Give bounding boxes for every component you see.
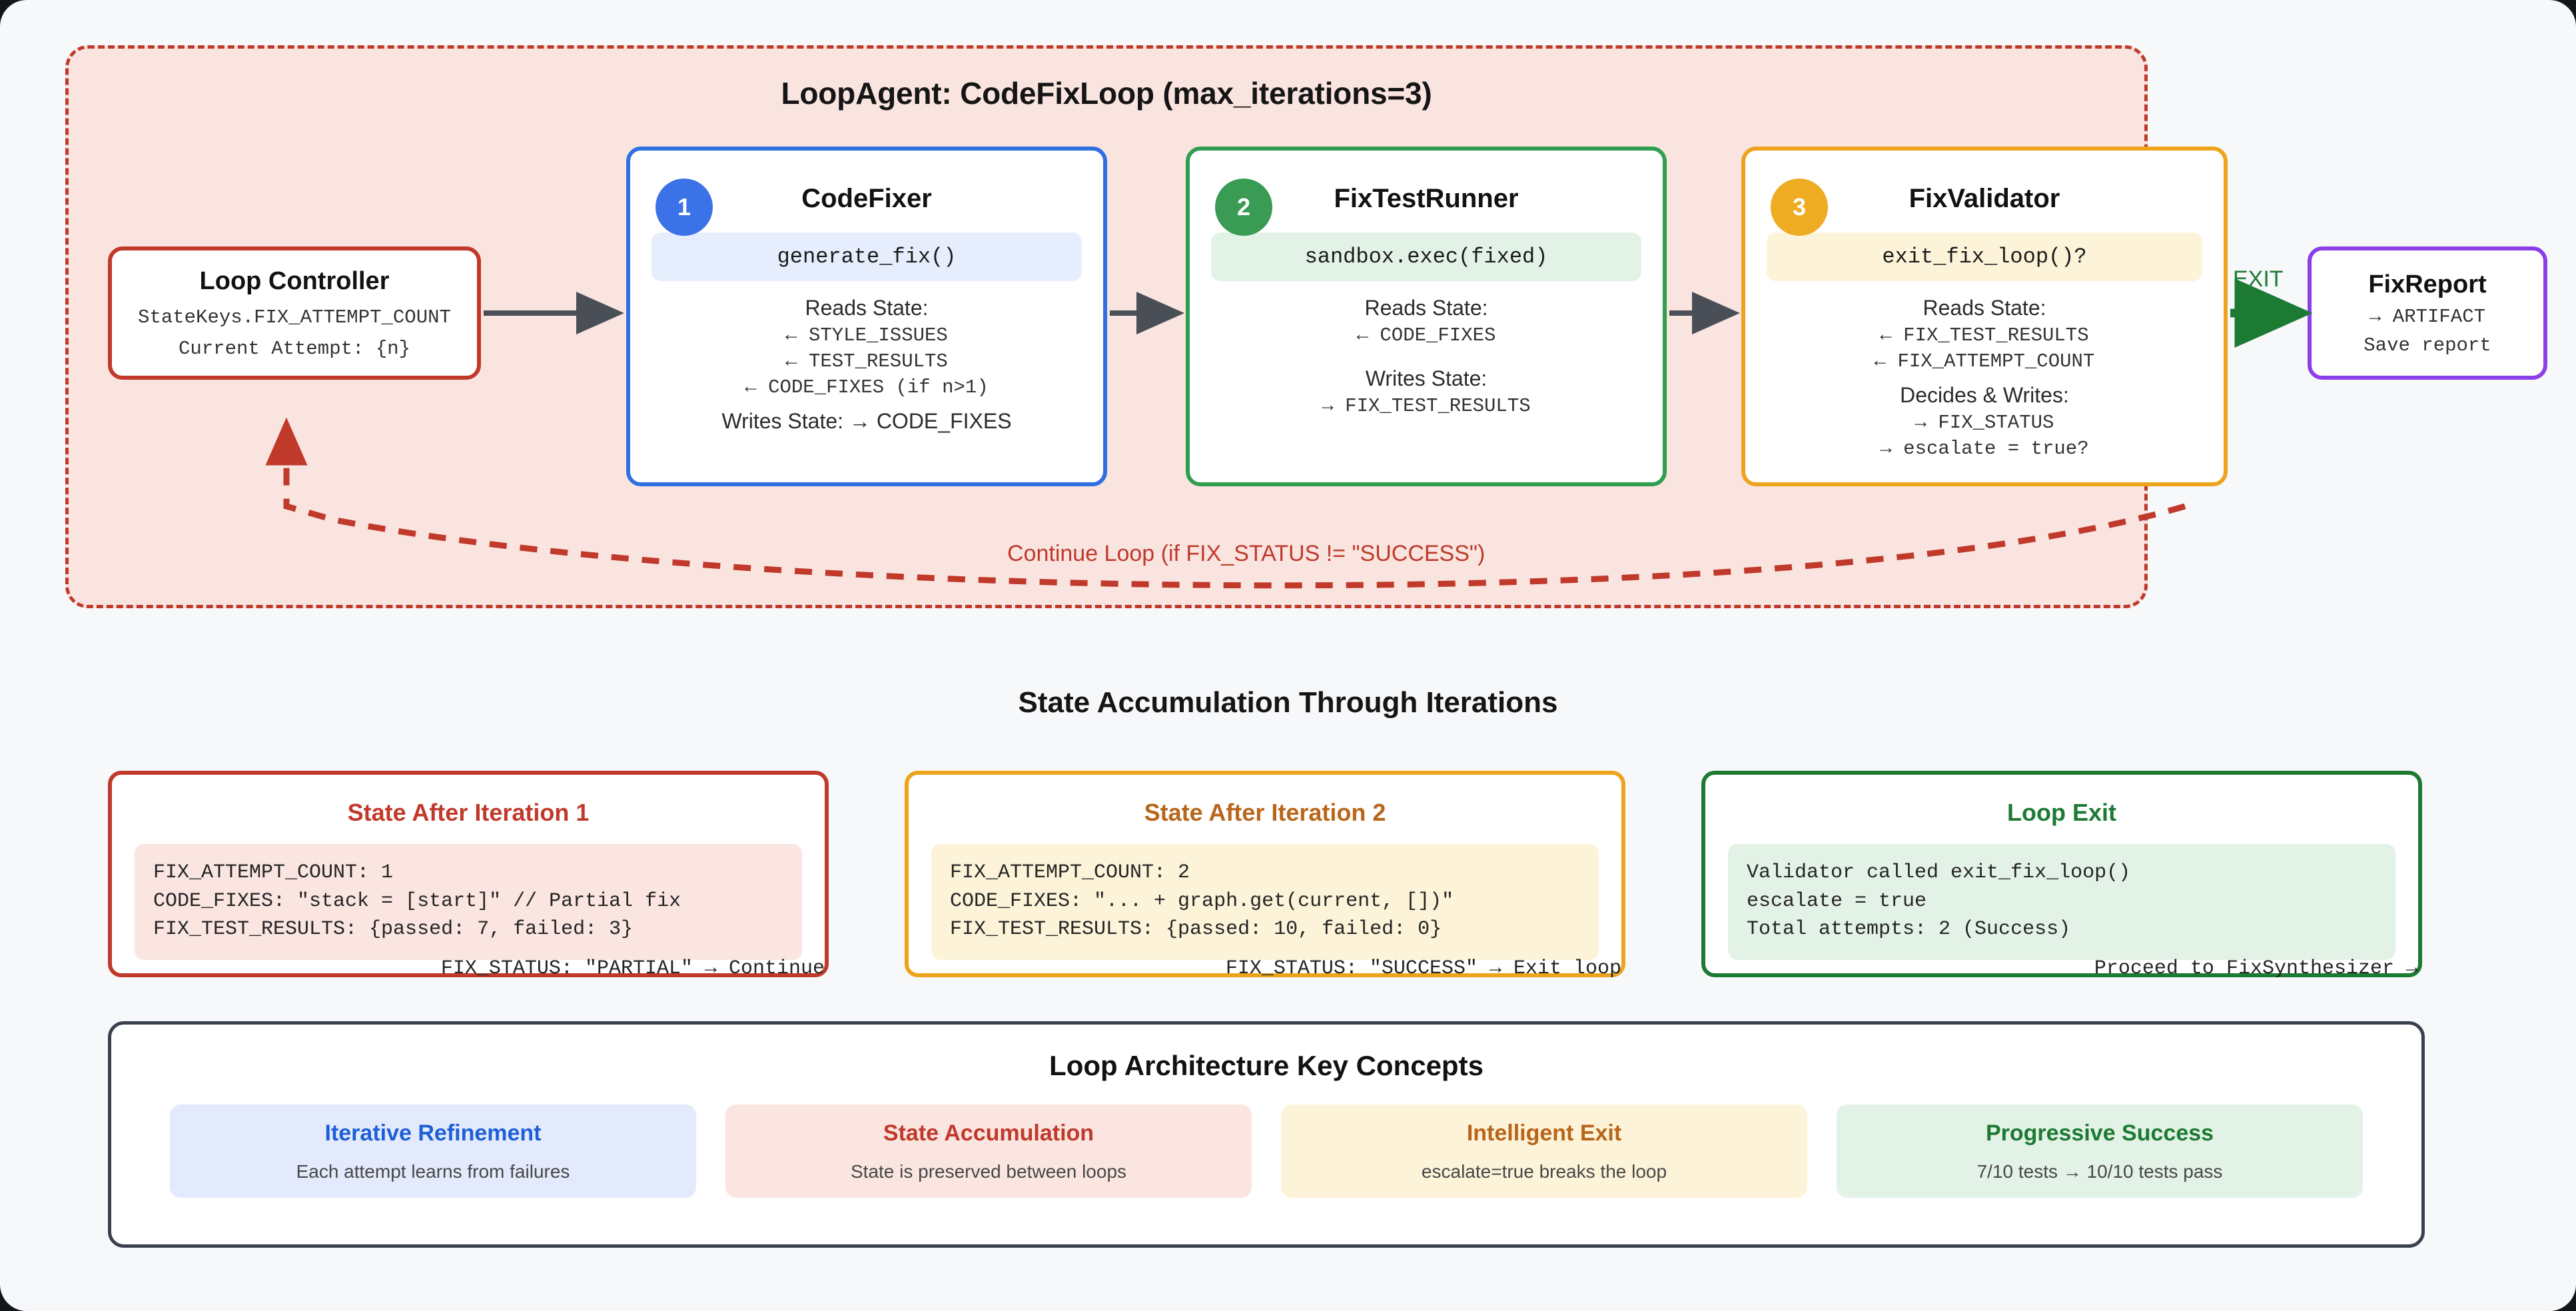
key-concept-1-text: State is preserved between loops xyxy=(850,1160,1127,1182)
state-card-3-line-1: escalate = true xyxy=(1747,889,1927,913)
fixtestrunner-reads-label: Reads State: xyxy=(1364,296,1488,320)
key-concept-0-text: Each attempt learns from failures xyxy=(296,1160,570,1182)
fixvalidator-write-0: → FIX_STATUS xyxy=(1915,412,2054,434)
fixvalidator-reads-label: Reads State: xyxy=(1923,296,2046,320)
key-concept-3-heading: Progressive Success xyxy=(1985,1120,2214,1146)
codefixer-read-1: ← TEST_RESULTS xyxy=(785,350,948,372)
node-loop-controller[interactable]: Loop Controller StateKeys.FIX_ATTEMPT_CO… xyxy=(108,246,481,380)
fixvalidator-read-0: ← FIX_TEST_RESULTS xyxy=(1880,324,2089,346)
state-card-3-body: Validator called exit_fix_loop() escalat… xyxy=(1728,844,2395,960)
node-fixtestrunner[interactable]: 2 FixTestRunner sandbox.exec(fixed) Read… xyxy=(1186,147,1667,486)
key-concept-iterative-refinement[interactable]: Iterative Refinement Each attempt learns… xyxy=(170,1104,696,1198)
fixtestrunner-function-chip: sandbox.exec(fixed) xyxy=(1211,232,1641,281)
key-concepts-title: Loop Architecture Key Concepts xyxy=(1049,1050,1484,1081)
fixtestrunner-step-badge: 2 xyxy=(1215,179,1272,236)
fixvalidator-writes-label: Decides & Writes: xyxy=(1900,383,2069,407)
key-concept-3-text: 7/10 tests → 10/10 tests pass xyxy=(1976,1160,2223,1182)
node-fixreport[interactable]: FixReport → ARTIFACT Save report xyxy=(2308,246,2547,380)
state-card-1-line-0: FIX_ATTEMPT_COUNT: 1 xyxy=(153,861,394,884)
key-concept-1-heading: State Accumulation xyxy=(883,1120,1094,1146)
key-concepts-row: Iterative Refinement Each attempt learns… xyxy=(111,1104,2421,1198)
state-card-2-line-1: CODE_FIXES: "... + graph.get(current, []… xyxy=(950,889,1454,913)
state-card-iteration-2[interactable]: State After Iteration 2 FIX_ATTEMPT_COUN… xyxy=(905,771,1625,980)
fixvalidator-state-body: Reads State: ← FIX_TEST_RESULTS ← FIX_AT… xyxy=(1767,296,2202,460)
fixtestrunner-read-0: ← CODE_FIXES xyxy=(1356,324,1496,346)
fixreport-title: FixReport xyxy=(2368,270,2487,298)
state-card-2-line-2: FIX_TEST_RESULTS: {passed: 10, failed: 0… xyxy=(950,918,1442,941)
key-concept-progressive-success[interactable]: Progressive Success 7/10 tests → 10/10 t… xyxy=(1837,1104,2363,1198)
exit-arrow-label: EXIT xyxy=(2233,266,2284,292)
fixtestrunner-writes-label: Writes State: xyxy=(1365,366,1488,390)
node-fixvalidator[interactable]: 3 FixValidator exit_fix_loop()? Reads St… xyxy=(1741,147,2228,486)
codefixer-function-chip: generate_fix() xyxy=(651,232,1082,281)
state-card-1-body: FIX_ATTEMPT_COUNT: 1 CODE_FIXES: "stack … xyxy=(135,844,802,960)
codefixer-writes-label: Writes State: → CODE_FIXES xyxy=(721,409,1012,433)
fixvalidator-read-1: ← FIX_ATTEMPT_COUNT xyxy=(1874,350,2095,372)
codefixer-read-0: ← STYLE_ISSUES xyxy=(785,324,948,346)
state-card-3-line-0: Validator called exit_fix_loop() xyxy=(1747,861,2131,884)
state-card-2-body: FIX_ATTEMPT_COUNT: 2 CODE_FIXES: "... + … xyxy=(931,844,1599,960)
state-card-2-title: State After Iteration 2 xyxy=(1144,799,1386,826)
fixtestrunner-title: FixTestRunner xyxy=(1334,184,1519,213)
codefixer-read-2: ← CODE_FIXES (if n>1) xyxy=(745,376,989,398)
codefixer-reads-label: Reads State: xyxy=(805,296,929,320)
state-card-3-line-2: Total attempts: 2 (Success) xyxy=(1747,918,2071,941)
key-concept-state-accumulation[interactable]: State Accumulation State is preserved be… xyxy=(725,1104,1252,1198)
key-concept-2-text: escalate=true breaks the loop xyxy=(1421,1160,1667,1182)
key-concept-2-heading: Intelligent Exit xyxy=(1466,1120,1622,1146)
state-card-loop-exit[interactable]: Loop Exit Validator called exit_fix_loop… xyxy=(1701,771,2422,980)
spacer xyxy=(1211,350,1641,362)
state-card-2-line-0: FIX_ATTEMPT_COUNT: 2 xyxy=(950,861,1190,884)
state-card-3-footer: Proceed to FixSynthesizer → xyxy=(2094,957,2418,980)
node-codefixer[interactable]: 1 CodeFixer generate_fix() Reads State: … xyxy=(626,147,1107,486)
loop-controller-title: Loop Controller xyxy=(199,266,390,295)
fixvalidator-step-badge: 3 xyxy=(1771,179,1828,236)
state-card-1-footer: FIX_STATUS: "PARTIAL" → Continue xyxy=(440,957,825,980)
fixvalidator-function-chip: exit_fix_loop()? xyxy=(1767,232,2202,281)
loop-controller-statekey: StateKeys.FIX_ATTEMPT_COUNT xyxy=(138,306,451,328)
state-card-1-title: State After Iteration 1 xyxy=(347,799,590,826)
state-card-1-line-1: CODE_FIXES: "stack = [start]" // Partial… xyxy=(153,889,681,913)
loop-agent-title: LoopAgent: CodeFixLoop (max_iterations=3… xyxy=(781,76,1432,111)
key-concepts-panel: Loop Architecture Key Concepts Iterative… xyxy=(108,1021,2425,1248)
fixtestrunner-write-0: → FIX_TEST_RESULTS xyxy=(1322,395,1531,417)
fixtestrunner-state-body: Reads State: ← CODE_FIXES Writes State: … xyxy=(1211,296,1641,417)
fixvalidator-title: FixValidator xyxy=(1909,184,2060,213)
state-card-iteration-1[interactable]: State After Iteration 1 FIX_ATTEMPT_COUN… xyxy=(108,771,829,980)
codefixer-step-badge: 1 xyxy=(655,179,713,236)
fixreport-save: Save report xyxy=(2363,334,2491,356)
key-concept-intelligent-exit[interactable]: Intelligent Exit escalate=true breaks th… xyxy=(1281,1104,1807,1198)
state-card-3-title: Loop Exit xyxy=(2007,799,2116,826)
state-card-2-footer: FIX_STATUS: "SUCCESS" → Exit loop xyxy=(1225,957,1621,980)
fixreport-artifact: → ARTIFACT xyxy=(2369,305,2486,328)
codefixer-state-body: Reads State: ← STYLE_ISSUES ← TEST_RESUL… xyxy=(651,296,1082,434)
codefixer-title: CodeFixer xyxy=(801,184,932,213)
state-card-1-line-2: FIX_TEST_RESULTS: {passed: 7, failed: 3} xyxy=(153,918,634,941)
fixvalidator-write-1: → escalate = true? xyxy=(1880,438,2089,460)
loop-controller-attempt: Current Attempt: {n} xyxy=(178,337,411,360)
continue-loop-label: Continue Loop (if FIX_STATUS != "SUCCESS… xyxy=(1007,541,1486,566)
key-concept-0-heading: Iterative Refinement xyxy=(324,1120,542,1146)
state-section-heading: State Accumulation Through Iterations xyxy=(1018,686,1558,719)
